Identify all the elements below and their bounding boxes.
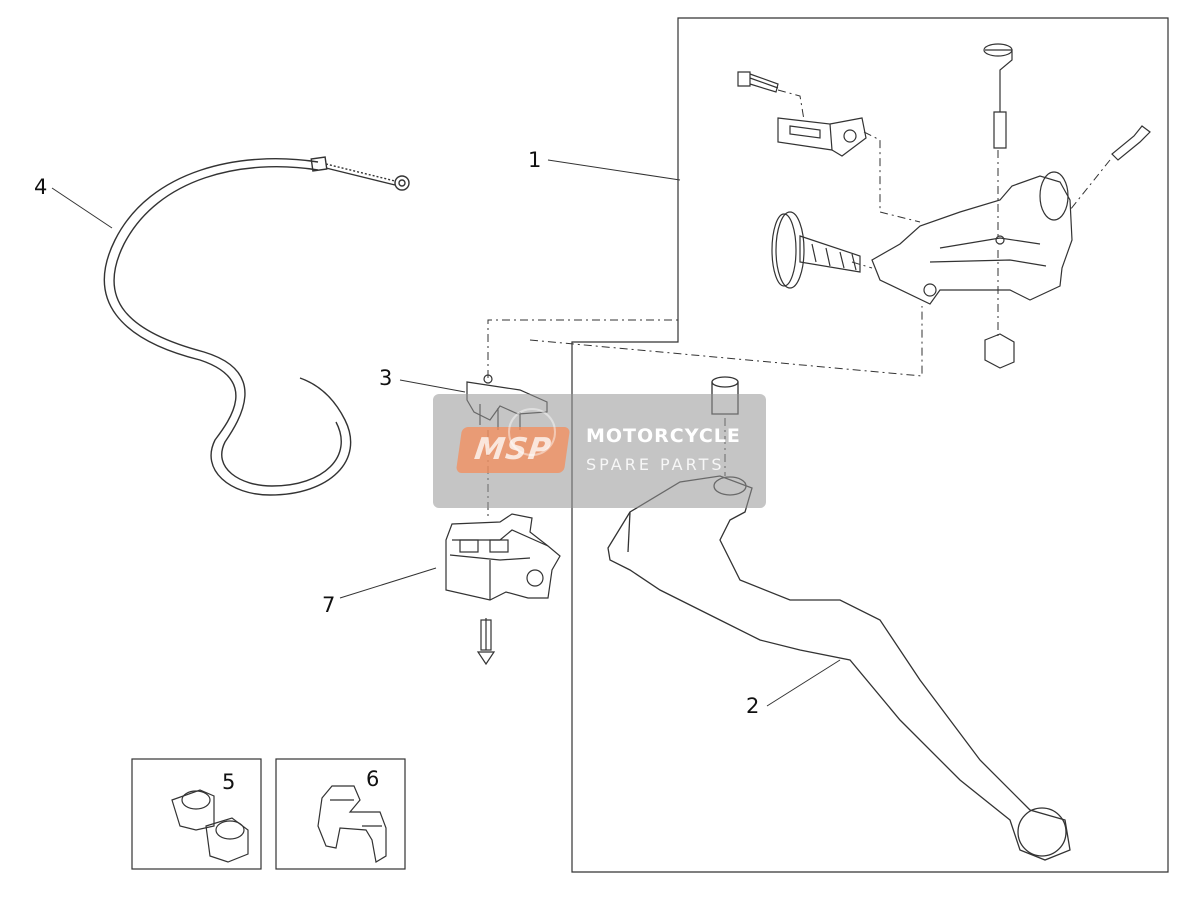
group-6-frame: [275, 758, 406, 870]
callout-5: 5: [222, 770, 235, 794]
group-5-frame: [131, 758, 262, 870]
part-4-cable: [103, 156, 410, 496]
callout-6: 6: [366, 767, 379, 791]
watermark-title: MOTORCYCLE: [586, 425, 741, 447]
part-5-clip: [171, 789, 249, 863]
callout-1: 1: [528, 148, 541, 172]
callout-4: 4: [34, 175, 47, 199]
part-1-assembly: [737, 43, 1151, 369]
watermark-subtitle: SPARE PARTS: [586, 455, 725, 474]
watermark: MSP MOTORCYCLE SPARE PARTS: [433, 394, 766, 508]
part-6-clip: [317, 785, 387, 863]
globe-icon: [508, 408, 556, 456]
group-1-frame: [571, 17, 1169, 873]
part-7-housing: [445, 513, 561, 666]
callout-3: 3: [379, 366, 392, 390]
leader-lines: [51, 159, 841, 707]
callout-2: 2: [746, 694, 759, 718]
callout-7: 7: [322, 593, 335, 617]
